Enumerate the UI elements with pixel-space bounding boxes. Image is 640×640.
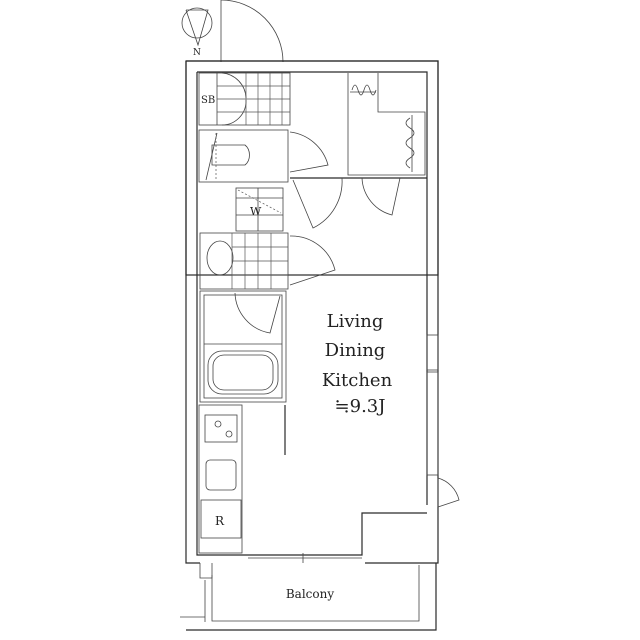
compass-label: N: [193, 48, 201, 58]
stove-icon: [204, 414, 238, 443]
bathroom: [199, 290, 287, 403]
toilet-door[interactable]: [289, 131, 329, 173]
kitchen-counter: R: [198, 404, 243, 554]
balcony-label: Balcony: [286, 587, 334, 601]
ldk-label: Living Dining Kitchen ≒9.3J: [322, 311, 393, 417]
closet-door[interactable]: [361, 177, 401, 216]
bathtub-icon: [207, 350, 279, 395]
ldk-line2: Dining: [325, 340, 386, 361]
ldk-line3: Kitchen: [322, 370, 393, 391]
refrigerator-space: [200, 499, 242, 539]
washroom: [199, 232, 289, 290]
ldk-door[interactable]: [290, 177, 427, 229]
toilet-room: [198, 129, 289, 183]
hangers-icon: [350, 84, 415, 172]
windows-right: [426, 334, 439, 476]
ldk-size: ≒9.3J: [335, 396, 386, 417]
washer-label: W: [250, 205, 262, 218]
washroom-door[interactable]: [289, 235, 336, 286]
refrigerator-label: R: [215, 514, 225, 528]
balcony: Balcony: [180, 563, 437, 631]
ldk-line1: Living: [327, 311, 384, 332]
washer-space: W: [235, 187, 284, 232]
closet: [347, 73, 426, 176]
exterior-walls: [185, 60, 439, 564]
balcony-door[interactable]: [437, 477, 460, 508]
entry-area: SB: [198, 72, 291, 126]
north-compass-icon: N: [181, 7, 213, 58]
entrance-door[interactable]: [220, 0, 284, 63]
sink-icon: [205, 459, 237, 491]
shoe-box-label: SB: [201, 95, 215, 106]
